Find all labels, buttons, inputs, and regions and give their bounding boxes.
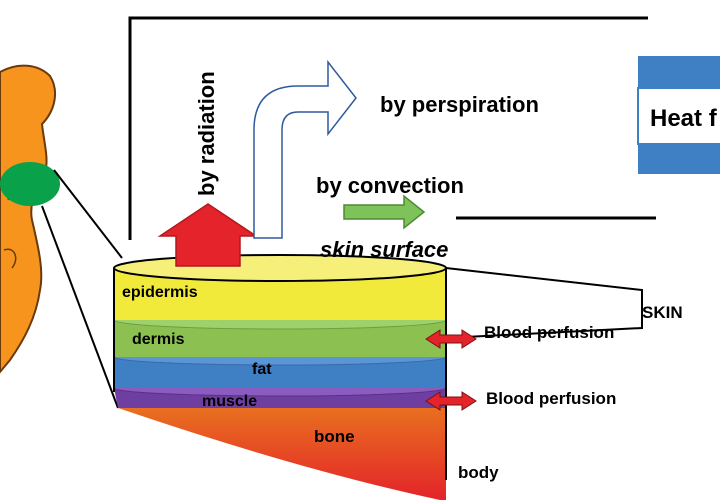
skin-label: SKIN [642,303,683,322]
perfusion-label-upper: Blood perfusion [484,323,614,342]
body-label: body [458,463,499,482]
fat-label: fat [252,361,272,378]
bone-layer [118,408,446,500]
heat-box-label: Heat f [650,105,718,132]
epidermis-label: epidermis [122,284,198,301]
tissue-layers [113,254,447,500]
zoom-line-top [53,169,123,259]
convection-label: by convection [316,173,464,198]
perfusion-label-lower: Blood perfusion [486,389,616,408]
skin-surface-label: skin surface [320,237,448,262]
perfusion-arrow-lower [425,391,477,411]
frame-top-left [128,16,648,240]
perspiration-arrow [253,59,357,239]
dermis-layer [114,320,446,357]
highlight-spot [0,162,60,206]
muscle-label: muscle [202,393,257,410]
skin-bracket [445,267,643,339]
bone-label: bone [314,427,355,446]
perspiration-label: by perspiration [380,92,539,117]
dermis-label: dermis [132,331,185,348]
radiation-label: by radiation [194,71,219,196]
fat-layer [114,357,446,388]
zoom-line-bottom [41,205,119,409]
epidermis-layer [114,268,446,320]
convection-arrow [343,194,426,230]
heat-box-inner [637,87,720,145]
perfusion-arrow-upper [425,329,477,349]
radiation-arrow [157,203,259,267]
